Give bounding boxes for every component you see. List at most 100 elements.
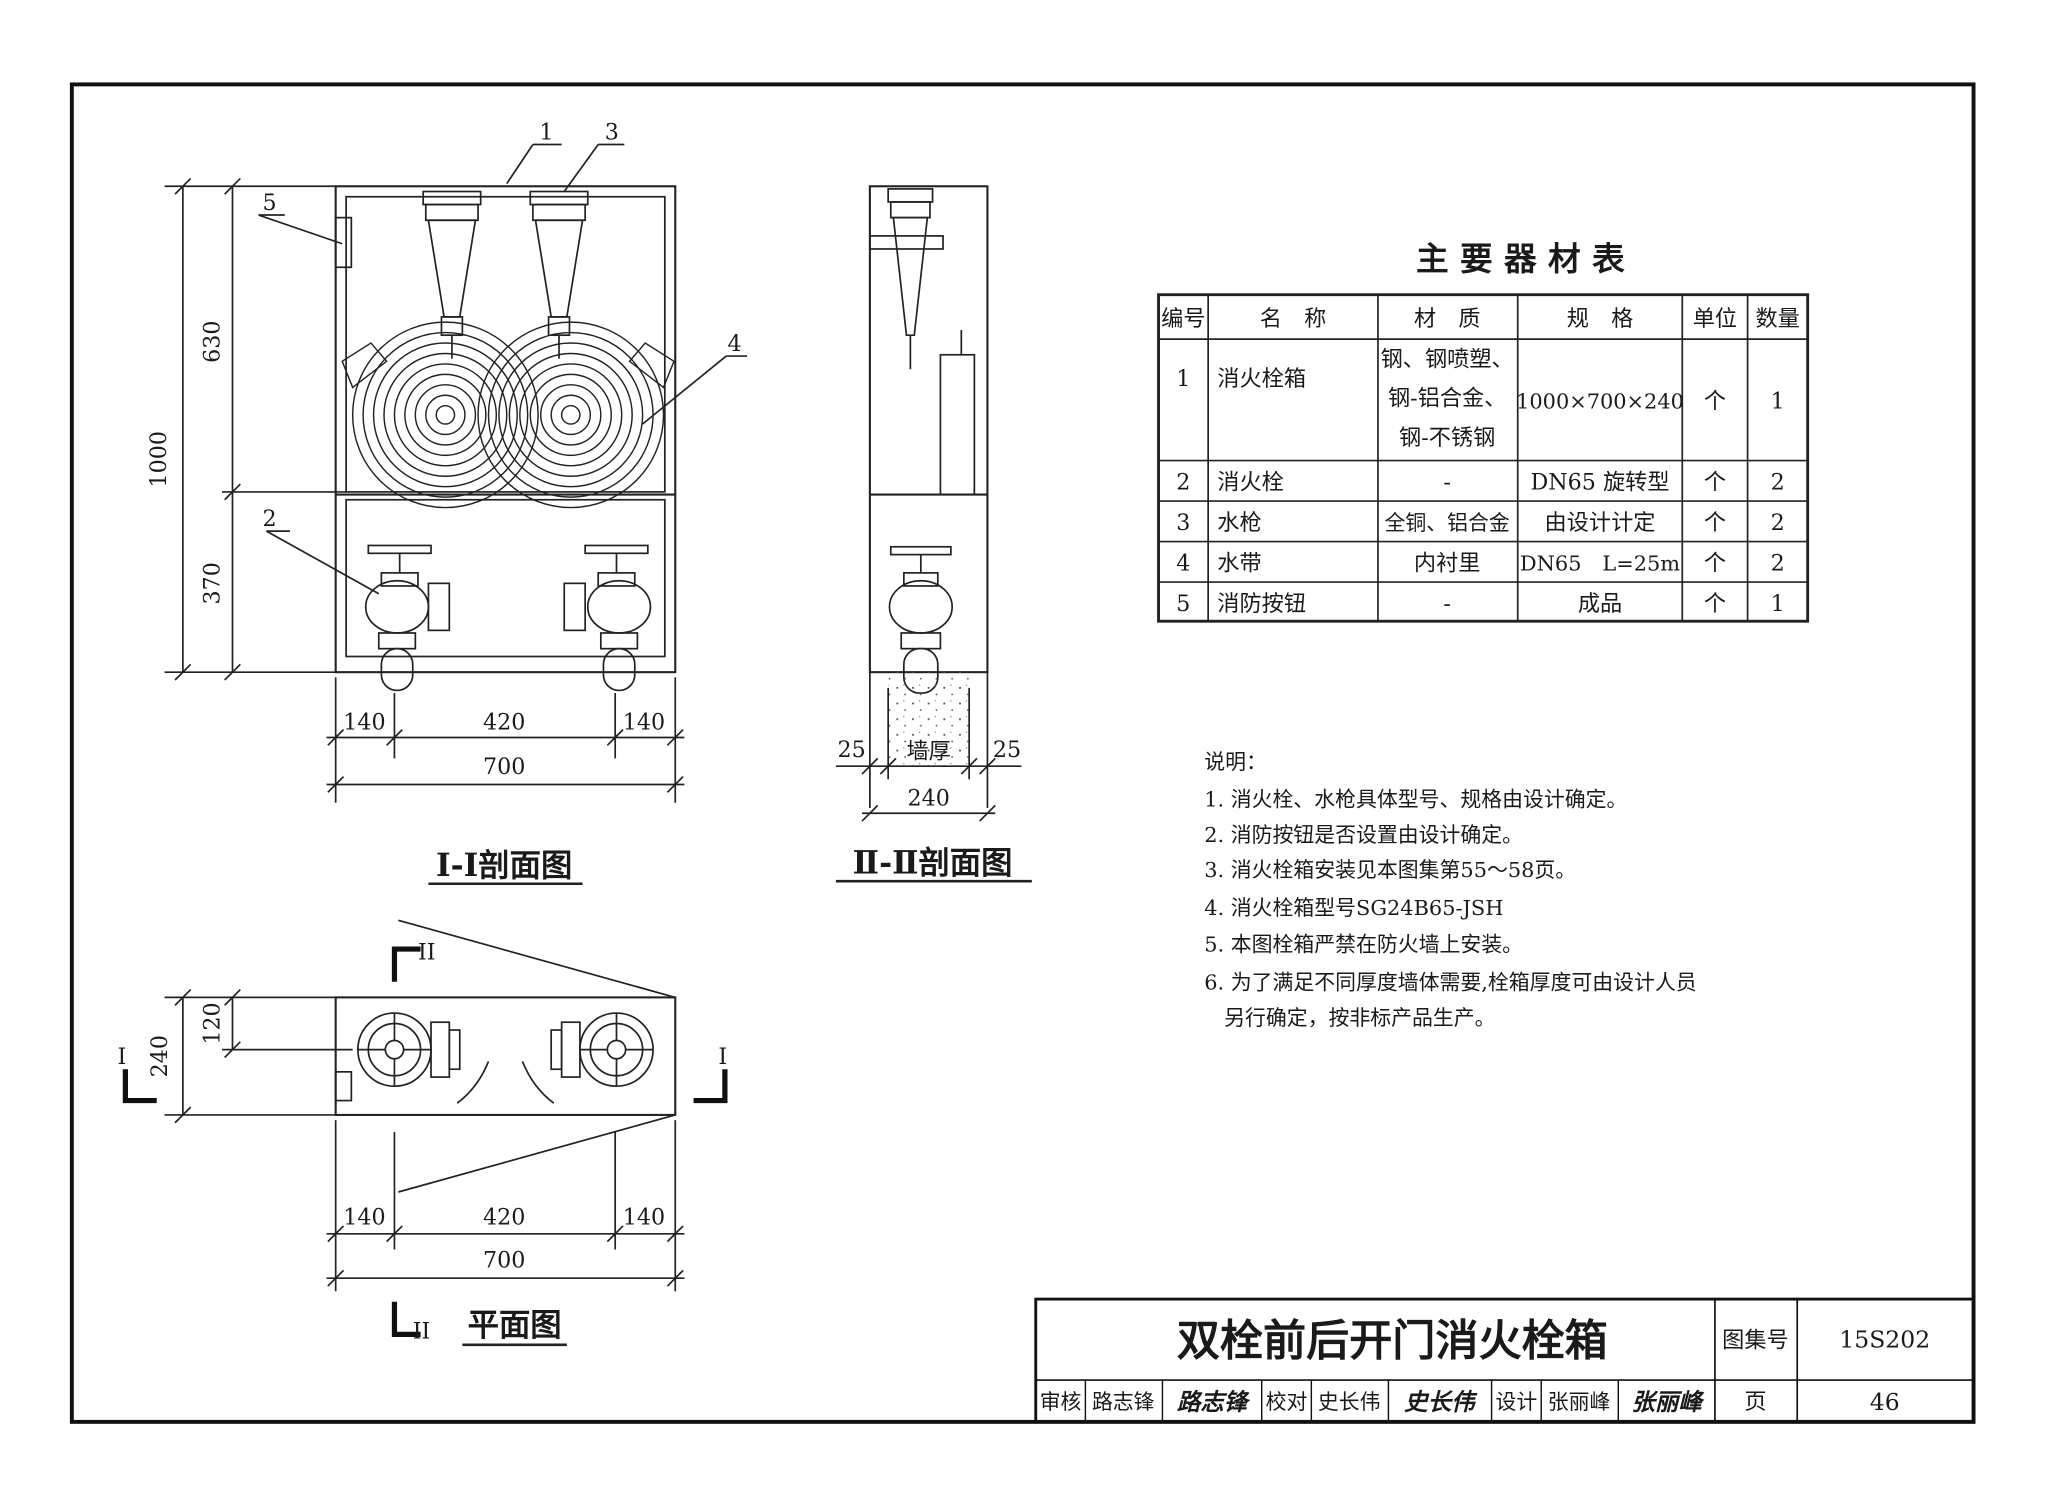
page-label: 页 (1744, 1389, 1766, 1415)
dim-1000: 1000 (146, 431, 172, 487)
section-2-title: Ⅱ-Ⅱ剖面图 (853, 845, 1013, 881)
dim-plan-700: 700 (483, 1248, 525, 1274)
callout-4: 4 (728, 331, 742, 357)
plan-valve-right (521, 1012, 654, 1104)
row1-no: 1 (1176, 366, 1190, 392)
dim-plan-120: 120 (199, 1002, 225, 1044)
row1-material-a: 钢、钢喷塑、 (1381, 347, 1514, 373)
design-label: 设计 (1496, 1390, 1538, 1414)
row2-material: - (1443, 469, 1451, 495)
note-6: 6. 为了满足不同厚度墙体需要,栓箱厚度可由设计人员 (1204, 971, 1696, 995)
note-4: 4. 消火栓箱型号SG24B65-JSH (1204, 896, 1503, 920)
row5-spec: 成品 (1578, 591, 1622, 617)
sheet-frame (69, 82, 1976, 1424)
row3-material: 全铜、铝合金 (1385, 511, 1510, 535)
note-3: 3. 消火栓箱安装见本图集第55～58页。 (1204, 858, 1576, 882)
dim-wall: 墙厚 (906, 738, 950, 764)
row4-name: 水带 (1217, 550, 1261, 576)
dim-plan-140-right: 140 (623, 1205, 665, 1231)
callout-2: 2 (263, 506, 277, 532)
valve-right (563, 544, 652, 692)
cabinet-outline (334, 185, 677, 674)
row4-unit: 个 (1704, 550, 1726, 576)
section-1-view (164, 143, 748, 803)
valve-left (364, 544, 451, 692)
row5-qty: 1 (1771, 591, 1785, 617)
callout-3: 3 (605, 119, 619, 145)
note-5: 5. 本图栓箱严禁在防火墙上安装。 (1204, 933, 1523, 957)
atlas-no: 15S202 (1839, 1325, 1930, 1353)
row2-name: 消火栓 (1217, 469, 1284, 495)
nozzle-side (869, 188, 944, 370)
th-spec: 规 格 (1567, 306, 1634, 332)
section-1-labels: 1 3 5 4 2 1000 630 370 140 420 140 700 I… (146, 119, 742, 884)
designer-name: 张丽峰 (1548, 1390, 1611, 1414)
row5-no: 5 (1176, 591, 1190, 617)
checker-signature: 史长伟 (1404, 1388, 1478, 1416)
row5-material: - (1443, 591, 1451, 617)
designer-signature: 张丽峰 (1631, 1388, 1705, 1416)
atlas-label: 图集号 (1722, 1327, 1789, 1353)
dim-140-left: 140 (343, 710, 385, 736)
row2-spec: DN65 旋转型 (1530, 469, 1669, 495)
page-no: 46 (1870, 1388, 1900, 1416)
materials-table (1157, 293, 1810, 623)
th-material: 材 质 (1414, 306, 1481, 332)
dim-25-right: 25 (993, 737, 1021, 763)
row1-name: 消火栓箱 (1217, 366, 1306, 392)
row1-unit: 个 (1704, 388, 1726, 414)
drawing-title: 双栓前后开门消火栓箱 (1177, 1316, 1608, 1366)
note-6-cont: 另行确定，按非标产品生产。 (1204, 1006, 1495, 1030)
dim-plan-140-left: 140 (343, 1205, 385, 1231)
dim-420: 420 (483, 710, 525, 736)
plan-view (164, 919, 685, 1292)
table-title: 主 要 器 材 表 (1416, 239, 1625, 278)
cabinet-inner (345, 195, 666, 493)
row3-no: 3 (1176, 510, 1190, 536)
th-no: 编号 (1161, 306, 1205, 332)
hose-reel-left (341, 321, 539, 509)
reviewer-name: 路志锋 (1092, 1390, 1155, 1414)
mark-I-right: I (718, 1044, 727, 1070)
wall-section (888, 672, 970, 767)
row3-qty: 2 (1771, 510, 1785, 536)
notes-heading: 说明： (1204, 750, 1267, 774)
row5-unit: 个 (1704, 591, 1726, 617)
row2-no: 2 (1176, 469, 1190, 495)
plan-valve-left (357, 1012, 490, 1104)
table-text: 编号 名 称 材 质 规 格 单位 数量 1 消火栓箱 钢、钢喷塑、 钢-铝合金… (1161, 306, 1800, 617)
mark-I-left: I (118, 1044, 127, 1070)
dim-140-right: 140 (623, 710, 665, 736)
review-label: 审核 (1040, 1390, 1082, 1414)
check-label: 校对 (1266, 1390, 1308, 1414)
plan-labels: II II I I 120 240 140 420 140 700 平面图 (118, 940, 728, 1345)
row3-spec: 由设计计定 (1545, 510, 1656, 536)
th-unit: 单位 (1693, 306, 1737, 332)
title-block (1034, 1297, 1975, 1424)
dim-630: 630 (199, 321, 225, 363)
row4-no: 4 (1176, 550, 1190, 576)
row4-spec: DN65 L=25m (1520, 551, 1680, 575)
mark-II-top: II (418, 940, 436, 966)
row2-unit: 个 (1704, 469, 1726, 495)
row3-unit: 个 (1704, 510, 1726, 536)
section-2-view (835, 185, 1022, 822)
plan-title: 平面图 (468, 1308, 562, 1344)
note-2: 2. 消防按钮是否设置由设计确定。 (1204, 823, 1523, 847)
dim-25-left: 25 (837, 737, 865, 763)
note-1: 1. 消火栓、水枪具体型号、规格由设计确定。 (1204, 788, 1627, 812)
notes: 说明： 1. 消火栓、水枪具体型号、规格由设计确定。 2. 消防按钮是否设置由设… (1204, 750, 1696, 1030)
reviewer-signature: 路志锋 (1177, 1388, 1251, 1416)
section-marks (122, 946, 728, 1337)
mark-II-bottom: II (413, 1318, 431, 1344)
row4-material: 内衬里 (1414, 550, 1481, 576)
row3-name: 水枪 (1217, 510, 1261, 536)
dim-plan-240: 240 (147, 1035, 173, 1077)
th-name: 名 称 (1260, 306, 1327, 332)
row4-qty: 2 (1771, 550, 1785, 576)
callout-5: 5 (263, 190, 277, 216)
title-block-text: 双栓前后开门消火栓箱 图集号 15S202 页 46 审核 路志锋 路志锋 校对… (1040, 1316, 1930, 1416)
row1-material-c: 钢-不锈钢 (1399, 425, 1495, 451)
callout-1: 1 (539, 119, 553, 145)
